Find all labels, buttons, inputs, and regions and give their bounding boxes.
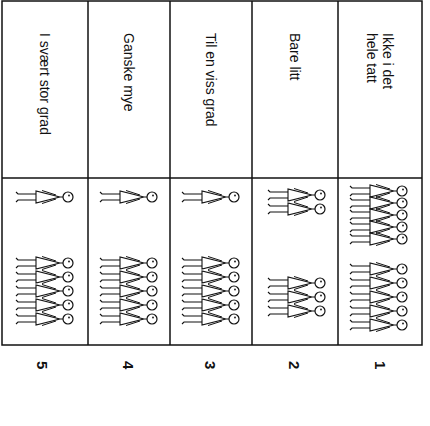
stick-figure [182,271,239,284]
stick-figure [100,285,157,298]
stick-figure [350,277,407,290]
stick-figure [182,285,239,298]
scale-label: I svært stor grad [37,33,53,135]
scale-number: 5 [34,361,51,369]
stick-figure [100,191,157,204]
stick-figure [182,313,239,326]
scale-number: 4 [120,361,137,369]
scale-label-cell: Ikke i det hele tatt [338,1,422,178]
stick-figure [350,185,407,198]
stick-figure [268,189,325,202]
scale-label-cell: Ganske mye [88,1,170,178]
stick-figure [16,299,73,312]
stick-figure [16,257,73,270]
stick-figure [100,313,157,326]
scale-label-cell: Bare litt [252,1,338,178]
stick-figure [350,233,407,246]
stick-figure [100,257,157,270]
table-grid [2,1,422,345]
stick-figure [182,257,239,270]
stick-figure [268,291,325,304]
scale-number: 2 [286,361,303,369]
scale-number: 3 [202,361,219,369]
stick-figure [350,291,407,304]
stick-figure [350,221,407,234]
scale-label: Bare litt [287,33,303,80]
stick-figure [16,191,73,204]
stick-figure [182,191,239,204]
stick-figure [268,203,325,216]
stick-figure [16,271,73,284]
stick-figure [100,271,157,284]
stick-figures [16,185,407,332]
stick-figure [350,209,407,222]
scale-label-cell: Til en viss grad [170,1,252,178]
stick-figure [350,197,407,210]
scale-label-cell: I svært stor grad [2,1,88,178]
stick-figure [182,299,239,312]
scale-number: 1 [372,361,389,369]
stick-figure [16,285,73,298]
stick-figure [16,313,73,326]
scale-label: Ganske mye [121,33,137,112]
scale-label: Til en viss grad [203,33,219,127]
stick-figure [350,305,407,318]
stick-figure [350,263,407,276]
stick-figure [350,319,407,332]
stick-figure [268,277,325,290]
scale-label: Ikke i det hele tatt [364,33,396,105]
stick-figure [268,305,325,318]
stick-figure [100,299,157,312]
